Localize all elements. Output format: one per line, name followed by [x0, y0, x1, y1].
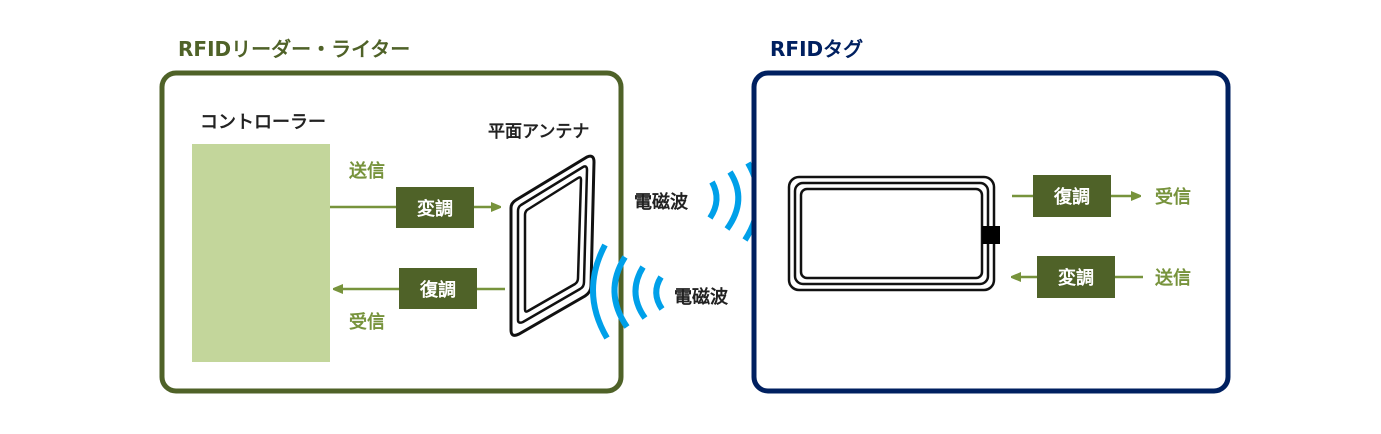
planar-antenna	[509, 154, 596, 337]
tag-modulate-label: 変調	[1058, 267, 1094, 289]
controller-label: コントローラー	[200, 112, 326, 133]
tag-title: RFIDタグ	[770, 37, 863, 61]
lower-waves	[590, 243, 665, 340]
tag-chip	[982, 226, 1000, 244]
reader-receive-label: 受信	[349, 311, 385, 333]
reader-demodulate-box	[399, 268, 477, 309]
reader-send-label: 送信	[348, 160, 385, 182]
tag-modulate-box	[1037, 256, 1115, 298]
reader-modulate-box	[396, 187, 474, 228]
tag-send-label: 送信	[1154, 267, 1191, 289]
tag-receive-label: 受信	[1155, 186, 1191, 208]
reader-demodulate-label: 復調	[419, 279, 456, 301]
antenna-label: 平面アンテナ	[488, 122, 589, 142]
tag-demodulate-label: 復調	[1053, 186, 1090, 208]
controller-block	[192, 144, 330, 362]
reader-title: RFIDリーダー・ライター	[178, 37, 410, 61]
lower-wave-label: 電磁波	[674, 286, 729, 308]
upper-wave-label: 電磁波	[634, 191, 689, 213]
reader-modulate-label: 変調	[417, 198, 453, 220]
tag-demodulate-box	[1033, 175, 1111, 217]
